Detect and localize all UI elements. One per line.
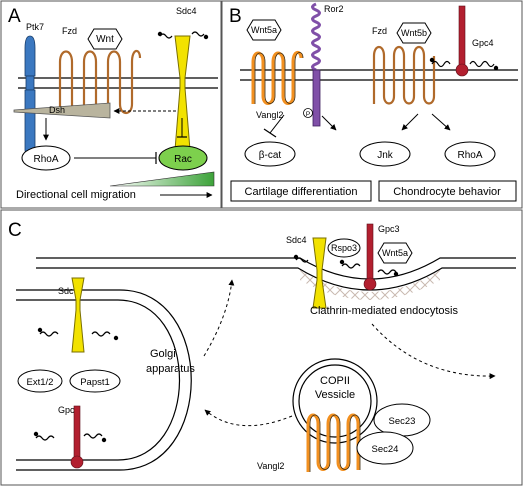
vangl2-protein [251,51,303,105]
rac-node [158,145,208,171]
ext-node [17,369,63,393]
vangl2-protein-c [306,413,360,472]
ext-label: Ext1/2 [27,377,54,388]
rhoa-label: RhoA [33,154,58,165]
panel-b-frame [221,0,523,209]
gpc4-core [458,5,466,69]
panel-a-letter: A [8,6,21,27]
ptk7-label: Ptk7 [26,22,44,32]
rspo3-node [327,238,361,258]
panel-a-frame [0,0,222,209]
vesicle-to-golgi-arrow [204,409,293,427]
bcat-label: β-cat [259,150,282,161]
rhoa-node-b [444,141,496,167]
jnk-node [359,141,411,167]
gpc-anchor [70,455,84,469]
ror2-coil [311,2,321,72]
clathrin-coat [300,270,440,300]
sdc4-label: Sdc4 [176,6,197,16]
sec24-node [356,431,414,465]
ptk7-receptor [24,35,36,155]
chondrocyte-label: Chondrocyte behavior [393,186,501,198]
ror2-arrow [321,115,337,131]
wnt5a-ligand [246,19,282,41]
dsh-protein [13,102,111,119]
bcat-node [244,141,296,167]
golgi-label-2: apparatus [146,363,195,375]
rac-label: Rac [174,154,192,165]
copii-label-2: Vessicle [315,389,355,401]
sdc4-label-c: Sdc4 [286,235,307,245]
gpc-core [73,405,81,465]
sec24-label: Sec24 [372,444,399,455]
fzd-to-rhoa-arrow [431,113,451,131]
panel-b-letter: B [229,6,242,27]
rhoa-node [21,145,71,171]
wnt-ligand [87,28,123,50]
sdc-label: Sdc [58,286,74,296]
fzd-label-b: Fzd [372,26,387,36]
jnk-label: Jnk [377,150,394,161]
copii-label-1: COPII [320,375,350,387]
gpc4-label: Gpc4 [472,38,494,48]
papst-node [69,369,121,393]
wnt5b-label: Wnt5b [401,28,427,38]
plasma-membrane-inner [36,267,516,291]
wnt5a-label-c: Wnt5a [382,248,408,258]
gpc3-core [366,223,374,281]
gpc-label: Gpc [58,405,75,415]
sec23-label: Sec23 [389,416,416,427]
rspo3-label: Rspo3 [331,243,357,253]
copii-vesicle-inner [298,364,372,438]
sdc-proteoglycan [71,277,85,353]
dsh-label: Dsh [49,105,65,115]
fzd-to-jnk-arrow [401,113,419,131]
cartilage-box [230,180,372,202]
wnt5a-ligand-c [377,242,413,264]
rhoa-label-b: RhoA [457,150,482,161]
gpc4-anchor [455,63,469,77]
golgi-inner-membrane [16,299,181,461]
sdc4-proteoglycan-c [312,237,327,309]
gpc3-label: Gpc3 [378,224,400,234]
wnt5b-ligand [396,22,432,44]
gpc3-anchor [363,277,377,291]
vangl2-label: Vangl2 [256,110,283,120]
cartilage-label: Cartilage differentiation [245,186,358,198]
vangl2-label-c: Vangl2 [257,461,284,471]
wnt-label: Wnt [96,34,114,45]
panel-c-frame [0,209,523,486]
ror2-receptor [312,69,321,127]
papst-label: Papst1 [80,377,110,388]
golgi-outer-membrane [16,289,192,471]
phospho-site [303,108,313,118]
phospho-label: P [306,111,310,118]
panel-a: A Ptk7 Fzd Wnt Dsh Sdc4 [8,6,218,201]
chondrocyte-box [378,180,517,202]
golgi-to-membrane-arrow [203,279,235,357]
endocytosis-arrow [371,323,496,380]
golgi-label-1: Golgi [150,348,176,360]
fzd-receptor-b [372,45,436,105]
ror2-label: Ror2 [324,4,344,14]
endocytosis-label: Clathrin-mediated endocytosis [310,305,458,317]
migration-label: Directional cell migration [16,189,136,201]
panel-b: B Wnt5a Vangl2 Ror2 P Fzd Wnt5b Gpc4 [229,2,518,202]
panel-c-letter: C [8,220,22,241]
gradient-wedge [109,171,215,187]
wnt5a-label: Wnt5a [251,25,277,35]
copii-vesicle-outer [292,358,378,444]
vangl2-inhibits-bcat [269,114,285,134]
fzd-label: Fzd [62,26,77,36]
panel-c: C Sdc4 Rspo3 Gpc3 Wnt5a Clathrin-mediate… [8,220,516,472]
